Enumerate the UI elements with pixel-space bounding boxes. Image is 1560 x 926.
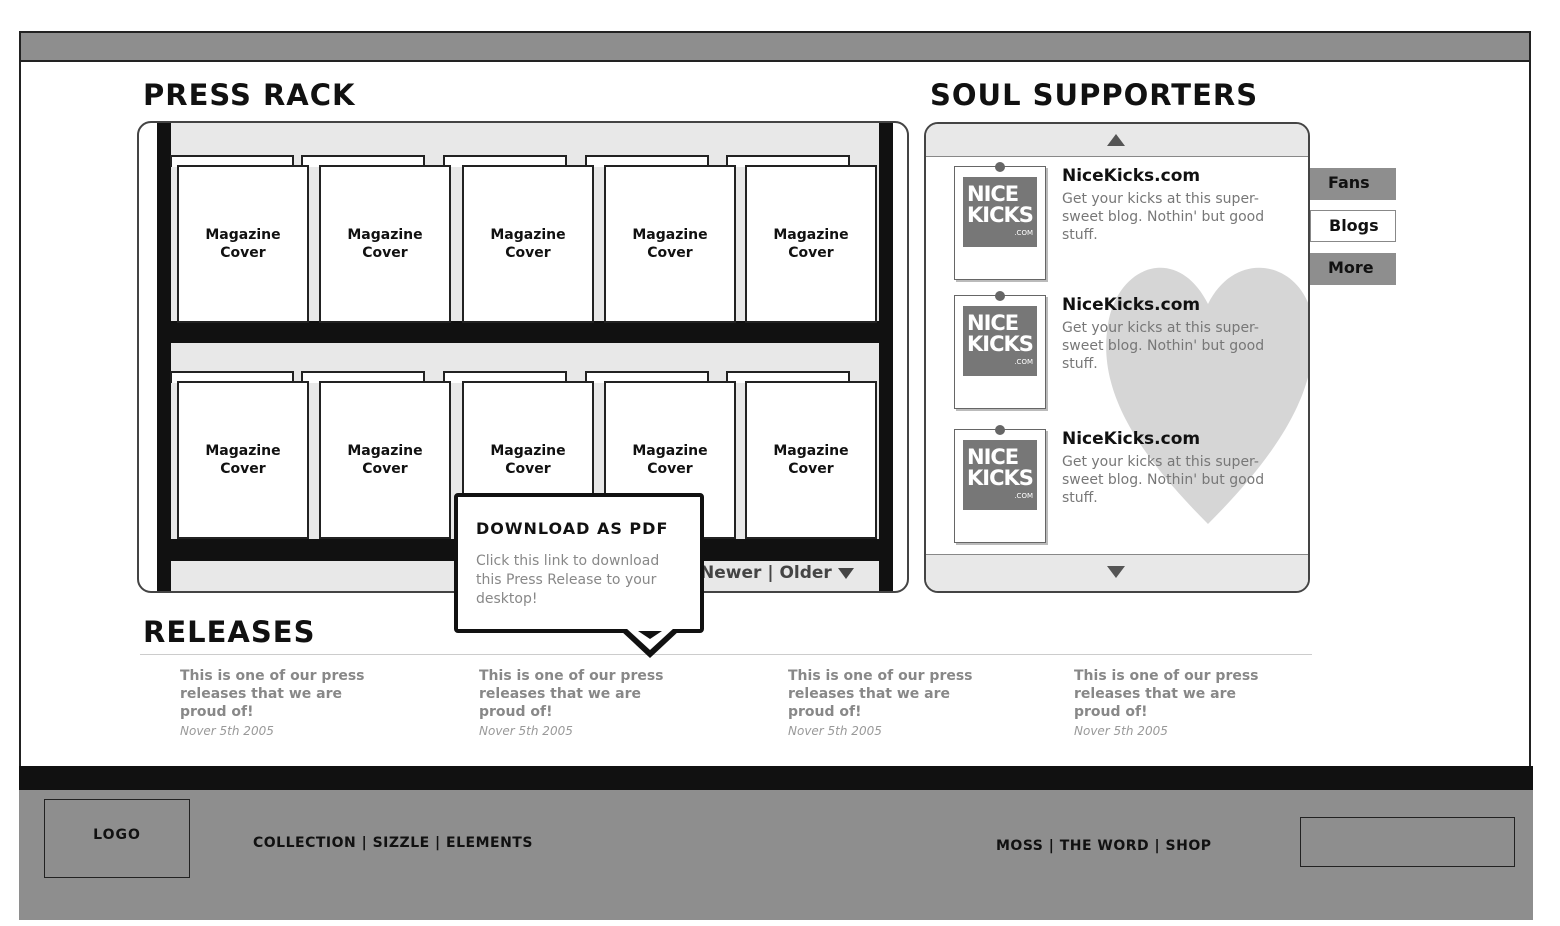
logo-line1: NICE [967, 445, 1019, 469]
logo-com: .COM [1014, 358, 1033, 366]
magazine-cover[interactable]: Magazine Cover [745, 381, 877, 539]
magazine-cover[interactable]: Magazine Cover [462, 165, 594, 323]
rack-post-left [157, 123, 171, 591]
supporter-desc: Get your kicks at this super-sweet blog.… [1062, 320, 1265, 372]
cover-label: Magazine Cover [205, 227, 281, 261]
tooltip-pointer-mark [638, 631, 662, 639]
footer-nav-right[interactable]: MOSS | THE WORD | SHOP [996, 838, 1212, 854]
release-item[interactable]: This is one of our press releases that w… [788, 667, 988, 738]
tooltip-title[interactable]: DOWNLOAD AS PDF [476, 519, 669, 538]
logo-line1: NICE [967, 182, 1019, 206]
shelf-top [157, 321, 893, 343]
magazine-cover[interactable]: Magazine Cover [177, 165, 309, 323]
release-item[interactable]: This is one of our press releases that w… [180, 667, 380, 738]
release-text[interactable]: This is one of our press releases that w… [479, 668, 664, 720]
cover-stack [301, 155, 425, 167]
supporter-item[interactable]: NICE KICKS .COM NiceKicks.com Get your k… [954, 158, 1294, 280]
release-date: Nover 5th 2005 [479, 724, 573, 738]
release-item[interactable]: This is one of our press releases that w… [1074, 667, 1274, 738]
cover-stack [726, 155, 850, 167]
cover-label: Magazine Cover [632, 227, 708, 261]
cover-stack [443, 155, 567, 167]
supporter-name[interactable]: NiceKicks.com [1062, 295, 1201, 315]
footer-logo[interactable]: LOGO [44, 799, 190, 878]
supporter-thumbnail[interactable]: NICE KICKS .COM [954, 162, 1046, 280]
footer-nav-left[interactable]: COLLECTION | SIZZLE | ELEMENTS [253, 835, 533, 851]
supporter-item[interactable]: NICE KICKS .COM NiceKicks.com Get your k… [954, 421, 1294, 543]
cover-stack [170, 371, 294, 383]
cover-stack [443, 371, 567, 383]
supporters-panel: NICE KICKS .COM NiceKicks.com Get your k… [924, 122, 1310, 593]
cover-stack [585, 155, 709, 167]
footer-strip [19, 766, 1533, 790]
older-arrow-icon[interactable] [837, 567, 854, 579]
cover-stack [301, 371, 425, 383]
nicekicks-logo: NICE KICKS .COM [963, 177, 1037, 247]
logo-com: .COM [1014, 492, 1033, 500]
release-item[interactable]: This is one of our press releases that w… [479, 667, 679, 738]
newer-link[interactable]: Newer [700, 563, 762, 583]
cover-label: Magazine Cover [347, 443, 423, 477]
magazine-cover[interactable]: Magazine Cover [745, 165, 877, 323]
cover-label: Magazine Cover [773, 227, 849, 261]
supporters-scroll-down[interactable] [926, 554, 1308, 591]
cover-stack [585, 371, 709, 383]
older-link[interactable]: Older [779, 563, 832, 583]
cover-label: Magazine Cover [773, 443, 849, 477]
supporter-thumbnail[interactable]: NICE KICKS .COM [954, 425, 1046, 543]
logo-line2: KICKS [967, 203, 1034, 227]
pin-icon [995, 425, 1005, 435]
release-text[interactable]: This is one of our press releases that w… [1074, 668, 1259, 720]
supporters-title: SOUL SUPPORTERS [930, 78, 1259, 112]
cover-label: Magazine Cover [490, 227, 566, 261]
rack-pager: Newer | Older [700, 563, 854, 583]
cover-label: Magazine Cover [347, 227, 423, 261]
cover-label: Magazine Cover [205, 443, 281, 477]
cover-stack [170, 155, 294, 167]
releases-title: RELEASES [143, 615, 316, 649]
heart-watermark-icon [1106, 267, 1308, 524]
release-text[interactable]: This is one of our press releases that w… [788, 668, 973, 720]
nicekicks-logo: NICE KICKS .COM [963, 306, 1037, 376]
scroll-down-icon[interactable] [1107, 566, 1125, 578]
tab-blogs[interactable]: Blogs [1310, 210, 1396, 242]
supporter-desc: Get your kicks at this super-sweet blog.… [1062, 191, 1265, 243]
press-rack-title: PRESS RACK [143, 78, 356, 112]
supporters-scroll-up[interactable] [926, 124, 1308, 157]
nicekicks-logo: NICE KICKS .COM [963, 440, 1037, 510]
magazine-cover[interactable]: Magazine Cover [319, 165, 451, 323]
tab-more[interactable]: More [1310, 253, 1396, 285]
release-date: Nover 5th 2005 [180, 724, 274, 738]
tab-fans[interactable]: Fans [1310, 168, 1396, 200]
release-date: Nover 5th 2005 [788, 724, 882, 738]
cover-label: Magazine Cover [490, 443, 566, 477]
supporter-thumbnail[interactable]: NICE KICKS .COM [954, 291, 1046, 409]
scroll-up-icon[interactable] [1107, 134, 1125, 146]
footer-search-input[interactable] [1300, 817, 1515, 867]
rack-post-right [879, 123, 893, 591]
magazine-cover[interactable]: Magazine Cover [177, 381, 309, 539]
supporter-name[interactable]: NiceKicks.com [1062, 429, 1201, 449]
logo-line1: NICE [967, 311, 1019, 335]
cover-stack [726, 371, 850, 383]
supporter-name[interactable]: NiceKicks.com [1062, 166, 1201, 186]
top-bar [19, 31, 1531, 62]
magazine-cover[interactable]: Magazine Cover [319, 381, 451, 539]
logo-line2: KICKS [967, 332, 1034, 356]
release-text[interactable]: This is one of our press releases that w… [180, 668, 365, 720]
pin-icon [995, 162, 1005, 172]
footer [19, 790, 1533, 920]
tooltip-body: Click this link to download this Press R… [476, 553, 660, 607]
pin-icon [995, 291, 1005, 301]
logo-line2: KICKS [967, 466, 1034, 490]
releases-divider [140, 654, 1312, 655]
cover-label: Magazine Cover [632, 443, 708, 477]
supporter-item[interactable]: NICE KICKS .COM NiceKicks.com Get your k… [954, 287, 1294, 409]
supporter-desc: Get your kicks at this super-sweet blog.… [1062, 454, 1265, 506]
logo-com: .COM [1014, 229, 1033, 237]
magazine-cover[interactable]: Magazine Cover [604, 165, 736, 323]
pager-separator: | [767, 563, 774, 583]
release-date: Nover 5th 2005 [1074, 724, 1168, 738]
download-pdf-tooltip[interactable]: DOWNLOAD AS PDF Click this link to downl… [454, 493, 704, 633]
